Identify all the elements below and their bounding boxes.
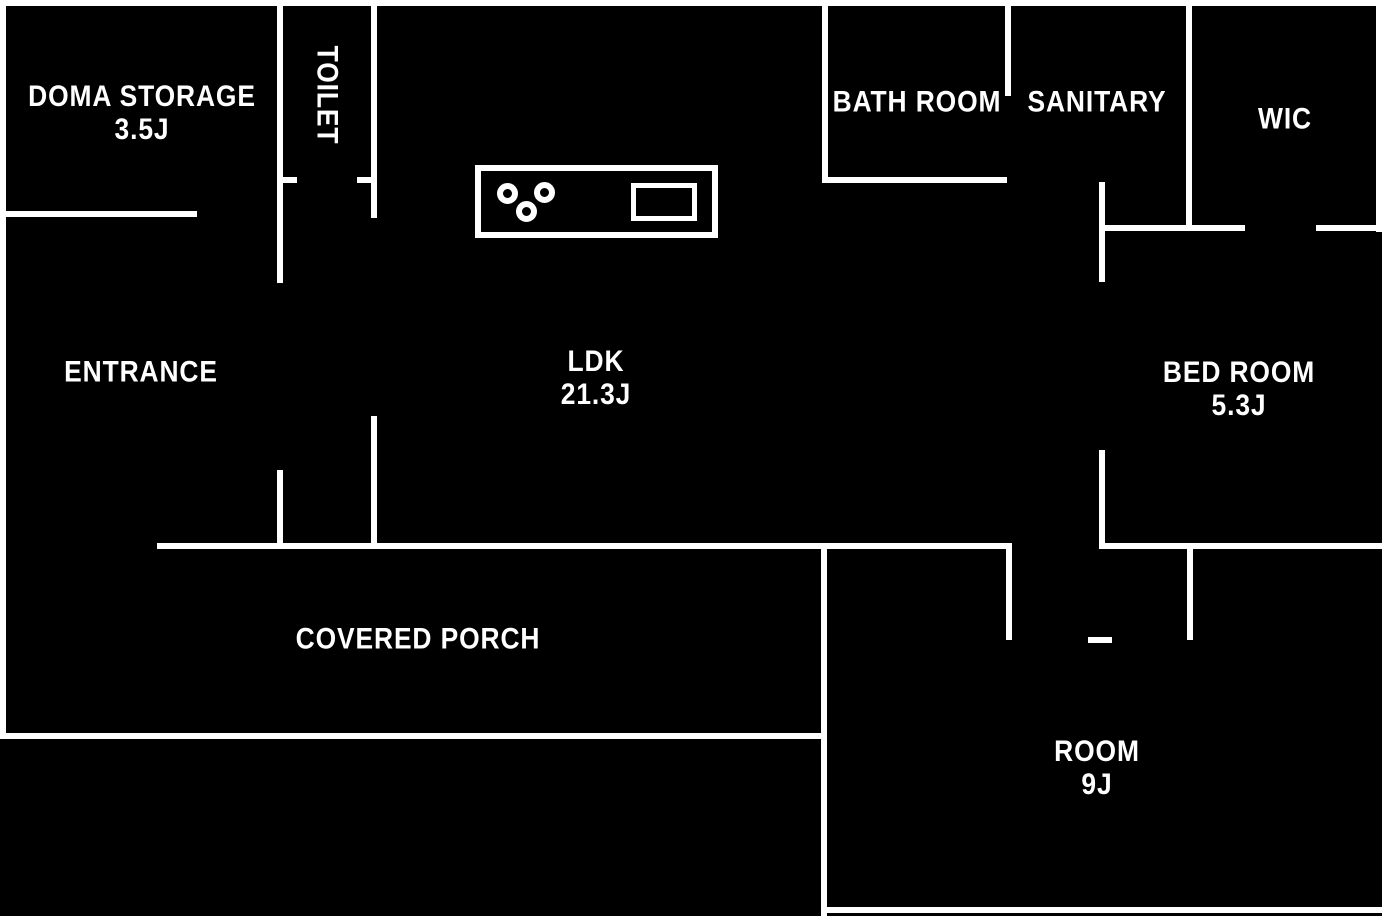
- room-label-ldk: LDK 21.3J: [561, 345, 631, 411]
- room-name: SANITARY: [1027, 85, 1167, 119]
- entrance-right-lower-wall: [371, 416, 377, 547]
- hall-vertical-right: [1187, 543, 1193, 640]
- room-size: 5.3J: [1211, 389, 1267, 422]
- room-label-bath-room: BATH ROOM: [833, 86, 1002, 119]
- bath-sanitary-divider: [1005, 5, 1011, 96]
- room-name: WIC: [1258, 102, 1312, 136]
- room-label-sanitary: SANITARY: [1027, 86, 1166, 119]
- sanitary-wic-divider: [1186, 5, 1192, 227]
- room-name: COVERED PORCH: [295, 622, 541, 656]
- room-left-wall: [821, 543, 827, 916]
- room-name: DOMA STORAGE: [28, 80, 256, 113]
- toilet-left-door-tick: [283, 177, 297, 183]
- hall-door-dash: [1088, 637, 1112, 643]
- porch-bottom-wall: [0, 733, 827, 739]
- room-label-covered-porch: COVERED PORCH: [296, 623, 541, 656]
- sanitary-lower-wall: [1099, 182, 1105, 282]
- bedroom-left-wall: [1099, 450, 1105, 545]
- stove-burner-icon: [533, 181, 555, 203]
- room-name: ROOM: [1054, 735, 1140, 768]
- top-border: [0, 0, 1382, 6]
- bath-bottom-wall: [822, 177, 1007, 183]
- room-label-entrance: ENTRANCE: [64, 356, 218, 389]
- ldk-bottom-wall: [157, 543, 1012, 549]
- right-border-upper: [1376, 0, 1382, 232]
- room-label-doma-storage: DOMA STORAGE 3.5J: [28, 80, 256, 146]
- stove-burner-icon: [515, 200, 537, 222]
- bedroom-bottom-wall: [1099, 543, 1382, 549]
- doma-storage-bottom: [0, 211, 197, 217]
- bath-left-wall: [822, 5, 828, 183]
- room-size: 21.3J: [560, 378, 632, 411]
- entrance-left-lower-wall: [277, 470, 283, 547]
- toilet-right-wall: [371, 5, 377, 218]
- room-name: BATH ROOM: [832, 85, 1002, 119]
- room-label-wic: WIC: [1258, 103, 1312, 136]
- room-label-room: ROOM 9J: [1054, 735, 1140, 801]
- toilet-right-door-tick: [357, 177, 371, 183]
- left-border: [0, 0, 6, 739]
- hall-vertical-left: [1006, 543, 1012, 640]
- room-name: BED ROOM: [1162, 356, 1316, 389]
- stove-burner-icon: [496, 182, 518, 204]
- wic-bottom-right: [1316, 225, 1382, 231]
- room-size: 9J: [1081, 768, 1113, 801]
- room-label-bed-room: BED ROOM 5.3J: [1163, 356, 1315, 422]
- wic-bottom-left: [1103, 225, 1245, 231]
- room-bottom-wall: [821, 907, 1382, 913]
- room-size: 3.5J: [114, 113, 170, 146]
- room-label-toilet: TOILET: [311, 46, 344, 145]
- toilet-left-wall: [277, 5, 283, 283]
- room-name: LDK: [567, 345, 625, 378]
- room-name: TOILET: [310, 45, 344, 145]
- kitchen-sink: [631, 183, 697, 221]
- room-name: ENTRANCE: [64, 355, 218, 389]
